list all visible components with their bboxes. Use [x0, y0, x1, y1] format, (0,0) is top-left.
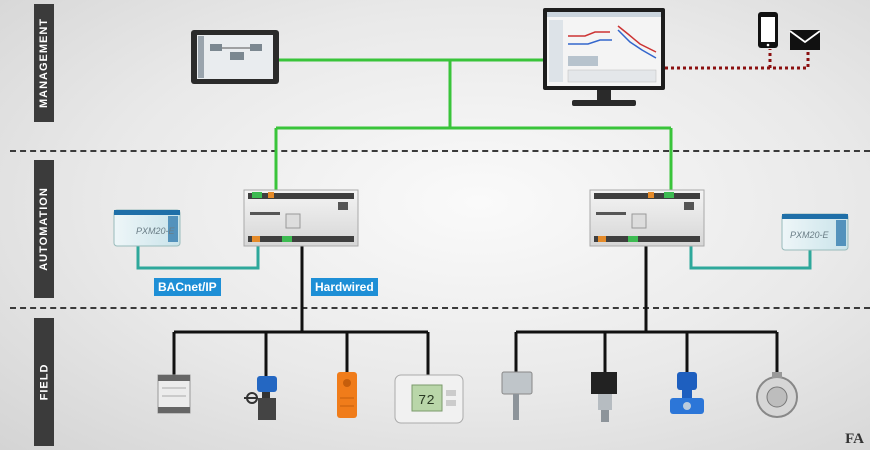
duct-sensor-icon [501, 371, 533, 420]
hardwired-label: Hardwired [311, 278, 378, 296]
bacnet-links [136, 244, 812, 270]
pxm-module-left: PXM20-E [113, 209, 181, 247]
pressure-switch-icon [756, 372, 798, 418]
thermostat-reading: 72 [418, 393, 435, 409]
thermostat-icon: 72 [394, 374, 464, 424]
pressure-transmitter-icon [591, 372, 617, 422]
phone-icon [758, 12, 778, 48]
hmi-panel [191, 30, 279, 84]
module-left-label: PXM20-E [136, 226, 176, 236]
flow-meter-icon [670, 372, 704, 414]
management-network [274, 58, 673, 195]
pxm-module-right: PXM20-E [781, 213, 849, 251]
controller-right [589, 189, 705, 247]
damper-actuator-icon [337, 372, 357, 418]
notification-link [665, 49, 810, 70]
workstation-monitor [543, 8, 665, 106]
layer-tab-management: MANAGEMENT [34, 4, 54, 122]
brand-logo-text: FA [845, 431, 864, 447]
controller-left [243, 189, 359, 247]
bacnet-link-right [689, 244, 812, 270]
layer-divider-upper [10, 150, 870, 152]
module-right-label: PXM20-E [790, 230, 830, 240]
io-module-icon [157, 374, 191, 414]
layer-tab-field: FIELD [34, 318, 54, 446]
hardwired-buses [172, 244, 779, 378]
layer-divider-lower [10, 307, 870, 309]
email-icon [789, 30, 821, 50]
bacnet-ip-label: BACnet/IP [154, 278, 221, 296]
layer-tab-automation: AUTOMATION [34, 160, 54, 298]
valve-actuator-icon [244, 376, 277, 420]
bacnet-link-left [136, 244, 260, 270]
brand-logo: FA [845, 431, 864, 448]
